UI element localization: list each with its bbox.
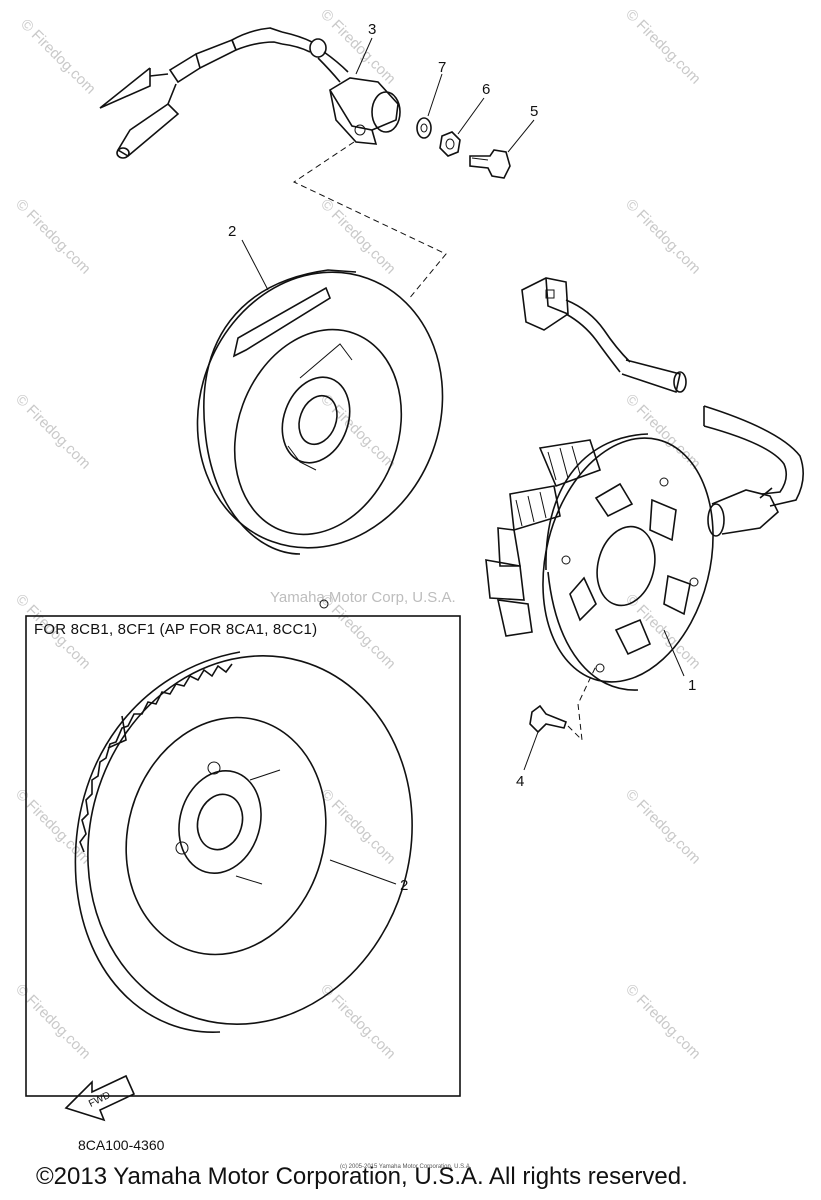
fasteners bbox=[416, 117, 511, 179]
callout-3: 3 bbox=[368, 21, 376, 38]
inset-label: FOR 8CB1, 8CF1 (AP FOR 8CA1, 8CC1) bbox=[34, 621, 318, 638]
part-code: 8CA100-4360 bbox=[78, 1137, 165, 1153]
screw-4 bbox=[529, 665, 597, 742]
watermark: © Firedog.com bbox=[317, 391, 399, 473]
watermark: © Firedog.com bbox=[622, 391, 704, 473]
watermark: © Firedog.com bbox=[12, 391, 94, 473]
center-watermark: Yamaha Motor Corp, U.S.A. bbox=[270, 589, 456, 606]
callout-5: 5 bbox=[530, 103, 538, 120]
watermark: © Firedog.com bbox=[622, 6, 704, 88]
callout-2-lower: 2 bbox=[400, 877, 408, 894]
watermark: © Firedog.com bbox=[12, 786, 94, 868]
fwd-arrow: FWD bbox=[64, 1074, 136, 1122]
watermark: © Firedog.com bbox=[317, 196, 399, 278]
stator-assembly bbox=[485, 277, 804, 691]
nut-6 bbox=[439, 131, 461, 157]
callouts: 3 7 6 5 2 1 4 2 bbox=[228, 21, 696, 894]
watermark: © Firedog.com bbox=[622, 196, 704, 278]
callout-1: 1 bbox=[688, 677, 696, 694]
pickup-coil-assembly bbox=[99, 27, 401, 159]
watermark: © Firedog.com bbox=[622, 981, 704, 1063]
callout-4: 4 bbox=[516, 773, 524, 790]
washer-7 bbox=[416, 117, 432, 139]
watermark: © Firedog.com bbox=[12, 981, 94, 1063]
tiny-notice: (c) 2005-2015 Yamaha Motor Corporation, … bbox=[340, 1164, 472, 1170]
watermark: © Firedog.com bbox=[317, 786, 399, 868]
reference-dot bbox=[319, 599, 329, 609]
watermark: © Firedog.com bbox=[12, 196, 94, 278]
flywheel-rotor-upper bbox=[196, 269, 444, 555]
callout-7: 7 bbox=[438, 59, 446, 76]
watermark-layer: © Firedog.com © Firedog.com © Firedog.co… bbox=[12, 6, 704, 1063]
copyright-notice: ©2013 Yamaha Motor Corporation, U.S.A. A… bbox=[36, 1163, 688, 1190]
watermark: © Firedog.com bbox=[622, 786, 704, 868]
flywheel-ring-gear-lower bbox=[74, 651, 413, 1033]
callout-6: 6 bbox=[482, 81, 490, 98]
callout-2-upper: 2 bbox=[228, 223, 236, 240]
bolt-5 bbox=[469, 149, 511, 179]
watermark: © Firedog.com bbox=[17, 16, 99, 98]
watermark: © Firedog.com bbox=[622, 591, 704, 673]
inset-frame bbox=[25, 615, 461, 1097]
leader-lines bbox=[241, 37, 685, 885]
watermark: © Firedog.com bbox=[317, 6, 399, 88]
